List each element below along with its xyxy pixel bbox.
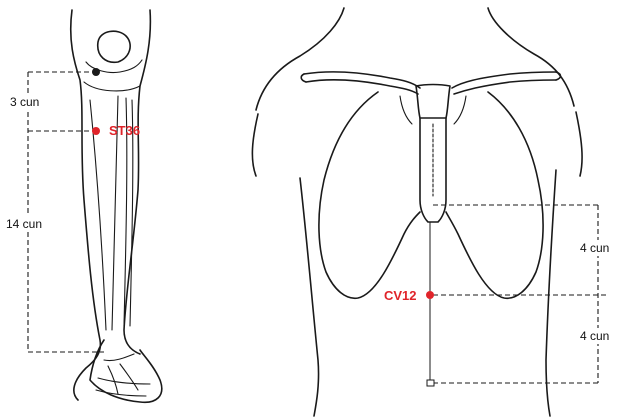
torso-lower-measure-label: 4 cun: [580, 329, 609, 343]
torso-illustration: [252, 8, 582, 416]
torso-upper-measure-label: 4 cun: [580, 241, 609, 255]
cv12-point-dot[interactable]: [426, 291, 434, 299]
leg-measure-lines: [28, 72, 104, 352]
torso-measure-lines: [427, 205, 606, 386]
st36-point-dot[interactable]: [92, 127, 100, 135]
leg-lower-measure-label: 14 cun: [6, 217, 42, 231]
st36-label: ST36: [109, 123, 140, 138]
leg-upper-measure-label: 3 cun: [10, 95, 39, 109]
knee-landmark-dot: [92, 68, 100, 76]
leg-illustration: [71, 10, 162, 402]
cv12-label: CV12: [384, 288, 417, 303]
